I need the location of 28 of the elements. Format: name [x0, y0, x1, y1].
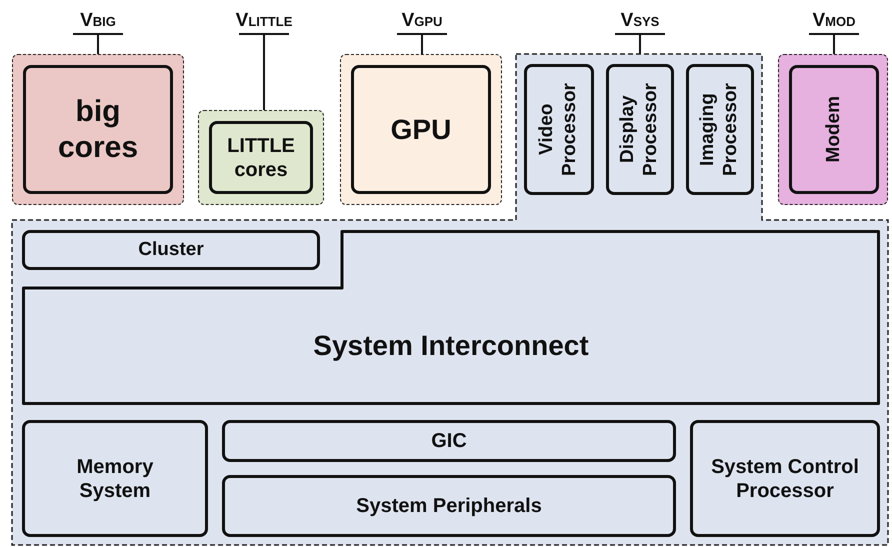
- power-domain: [12, 54, 888, 545]
- block: [686, 64, 754, 195]
- supply-line: [615, 33, 665, 54]
- block: GIC: [222, 420, 676, 462]
- block: System Peripherals: [222, 475, 676, 537]
- block: Cluster: [22, 230, 320, 270]
- block: Memory System: [22, 420, 208, 537]
- block: [789, 65, 879, 194]
- supply-line: [239, 33, 289, 110]
- power-domain: [778, 54, 888, 205]
- supply-line: [397, 33, 447, 54]
- block: big cores: [23, 65, 173, 194]
- block: System Control Processor: [690, 420, 880, 537]
- power-domain: [340, 54, 502, 205]
- block-label: Imaging Processor: [697, 82, 742, 178]
- block-label: Modem: [822, 96, 845, 163]
- block-label: System Interconnect: [312, 330, 590, 362]
- block: LITTLE cores: [209, 121, 313, 194]
- block-label: Display Processor: [617, 82, 662, 178]
- block: [606, 64, 674, 195]
- block: [524, 64, 594, 195]
- block: GPU: [351, 65, 491, 194]
- power-domain: [198, 110, 324, 205]
- supply-line: [809, 33, 859, 54]
- block-label: Video Processor: [536, 82, 581, 178]
- supply-line: [73, 33, 123, 54]
- power-domain: [12, 54, 184, 205]
- interconnect-block: [22, 230, 880, 405]
